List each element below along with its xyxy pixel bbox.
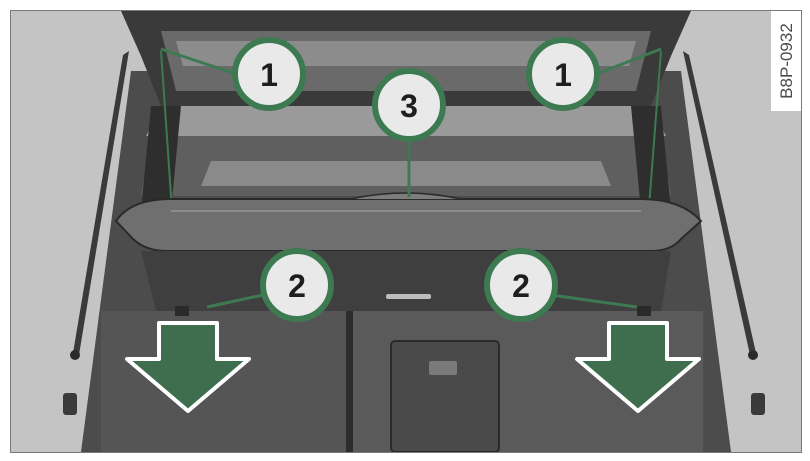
callout-3-label: 3 (400, 88, 418, 124)
left-latch (63, 393, 77, 415)
right-strut-mount (748, 350, 758, 360)
callout-1-left-label: 1 (260, 57, 278, 93)
callout-2-left-label: 2 (288, 268, 306, 304)
ski-hatch (391, 341, 499, 452)
right-latch (751, 393, 765, 415)
callout-1-right-label: 1 (554, 57, 572, 93)
right-mounting-point (637, 306, 651, 316)
trunk-drawing: 1 1 3 2 2 B8P-0932 (11, 11, 801, 452)
callout-2-left: 2 (263, 251, 331, 319)
callout-3: 3 (375, 71, 443, 139)
rear-window-reflection (201, 161, 611, 186)
callout-1-right: 1 (529, 40, 597, 108)
callout-1-left: 1 (235, 40, 303, 108)
left-mounting-point (175, 306, 189, 316)
seat-divider (346, 311, 353, 452)
callout-2-right-label: 2 (512, 268, 530, 304)
trunk-illustration: 1 1 3 2 2 B8P-0932 (10, 10, 802, 453)
cover-light (386, 294, 431, 299)
cargo-cover (116, 199, 701, 251)
callout-2-right: 2 (487, 251, 555, 319)
ski-hatch-latch (429, 361, 457, 375)
left-strut-mount (70, 350, 80, 360)
figure-code: B8P-0932 (777, 23, 796, 99)
